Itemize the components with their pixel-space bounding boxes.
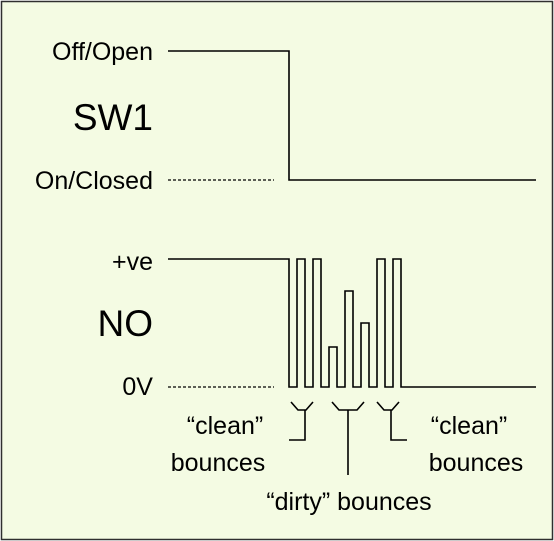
right-annotation-line2: bounces xyxy=(429,449,524,477)
sw1-high-label: Off/Open xyxy=(52,38,153,66)
no-waveform-bounces xyxy=(168,258,536,388)
right-annotation-line1: “clean” xyxy=(431,412,507,440)
no-title: NO xyxy=(98,303,154,344)
middle-annotation: “dirty” bounces xyxy=(266,488,431,516)
clean-bounces-left-bracket xyxy=(289,401,314,441)
left-annotation-line1: “clean” xyxy=(187,412,263,440)
sw1-title: SW1 xyxy=(73,97,153,138)
dirty-bounces-bracket xyxy=(331,401,365,475)
clean-bounces-right-bracket xyxy=(376,401,407,441)
left-annotation-line2: bounces xyxy=(171,449,266,477)
no-low-label: 0V xyxy=(122,373,153,401)
no-high-label: +ve xyxy=(112,248,153,276)
sw1-low-label: On/Closed xyxy=(35,167,153,195)
sw1-waveform xyxy=(168,50,536,181)
